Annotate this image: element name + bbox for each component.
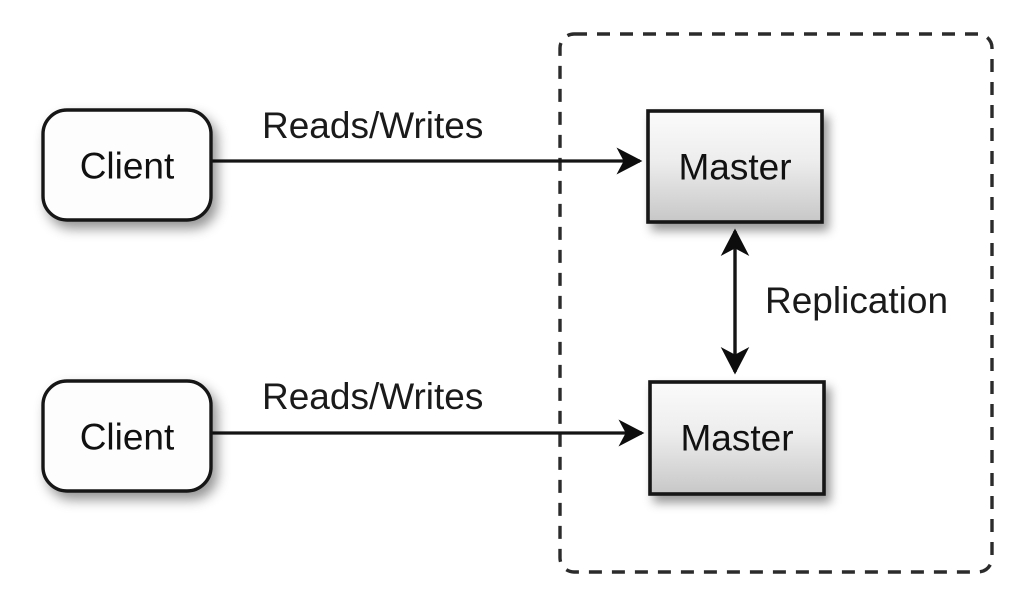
replication-group-boundary [558,32,994,574]
node-client-top[interactable]: Client [41,108,213,222]
client-top-label: Client [80,146,175,187]
client-bottom-shape [41,379,213,493]
node-master-bottom[interactable]: Master [648,380,826,496]
edge-label-replication: Replication [765,280,948,321]
client-top-shape [41,108,213,222]
master-bottom-shape [648,380,826,496]
node-client-bottom[interactable]: Client [41,379,213,493]
edge-label-reads-writes-bottom: Reads/Writes [262,376,483,417]
master-bottom-label: Master [680,418,793,459]
edge-label-reads-writes-top: Reads/Writes [262,105,483,146]
master-top-label: Master [678,147,791,188]
node-master-top[interactable]: Master [646,109,824,224]
client-bottom-label: Client [80,417,175,458]
master-top-shape [646,109,824,224]
